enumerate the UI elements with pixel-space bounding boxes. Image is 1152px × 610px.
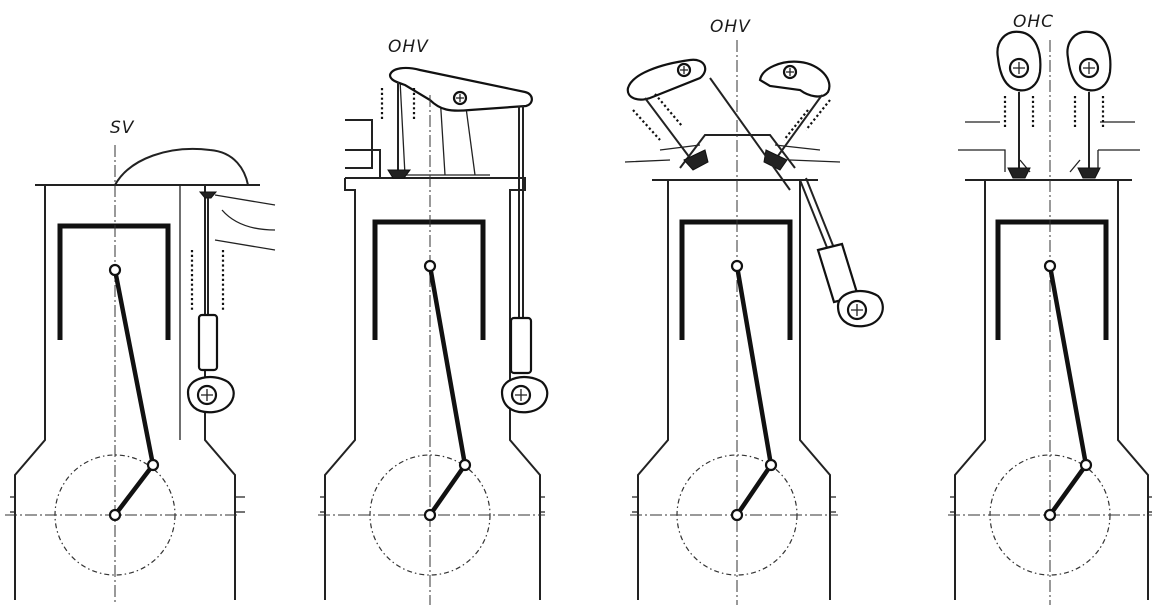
ohc-piston bbox=[995, 219, 1109, 340]
engine-ohv-angled bbox=[624, 40, 884, 605]
ohc-block-outline bbox=[954, 179, 1149, 600]
ohv1-piston bbox=[372, 219, 486, 340]
ohv1-rocker-arm bbox=[388, 66, 533, 112]
engine-sv bbox=[5, 145, 276, 605]
sv-connecting-rod bbox=[112, 267, 156, 468]
ohv2-block-outline bbox=[637, 179, 831, 600]
engine-label-ohv-pushrod: OHV bbox=[388, 37, 429, 57]
sv-block-outline bbox=[14, 184, 260, 600]
ohv2-right-spring bbox=[783, 99, 831, 141]
engine-ohc bbox=[948, 30, 1152, 605]
ohc-right-valve bbox=[1077, 167, 1101, 179]
sv-valve-spring bbox=[190, 250, 225, 312]
ohc-connecting-rod bbox=[1047, 263, 1089, 468]
sv-tappet bbox=[197, 313, 219, 372]
ohv2-pushrod bbox=[799, 179, 829, 251]
ohv2-left-rocker bbox=[626, 58, 707, 101]
engine-label-sv: SV bbox=[110, 118, 135, 138]
sv-cylinder-head bbox=[114, 148, 249, 186]
ohv1-connecting-rod bbox=[427, 263, 468, 468]
ohv1-block-outline bbox=[324, 177, 541, 600]
sv-piston bbox=[57, 223, 171, 340]
ohc-crank-circle bbox=[989, 454, 1111, 576]
ohv1-tappet bbox=[509, 316, 533, 375]
ohv2-piston bbox=[679, 219, 793, 340]
sv-crank-circle bbox=[54, 454, 176, 576]
ohv2-connecting-rod bbox=[734, 263, 774, 468]
engine-label-ohc: OHC bbox=[1013, 12, 1055, 32]
engine-label-ohv-angled: OHV bbox=[710, 17, 751, 37]
sv-valve-head bbox=[198, 191, 218, 199]
ohv2-crank-circle bbox=[676, 454, 798, 576]
ohv1-crank-circle bbox=[369, 454, 491, 576]
ohv1-valve-spring bbox=[380, 88, 416, 120]
engine-ohv-pushrod bbox=[318, 66, 549, 605]
ohv2-left-spring bbox=[632, 93, 683, 141]
ohc-left-valve bbox=[1007, 167, 1031, 179]
ohv2-right-rocker bbox=[758, 60, 831, 98]
